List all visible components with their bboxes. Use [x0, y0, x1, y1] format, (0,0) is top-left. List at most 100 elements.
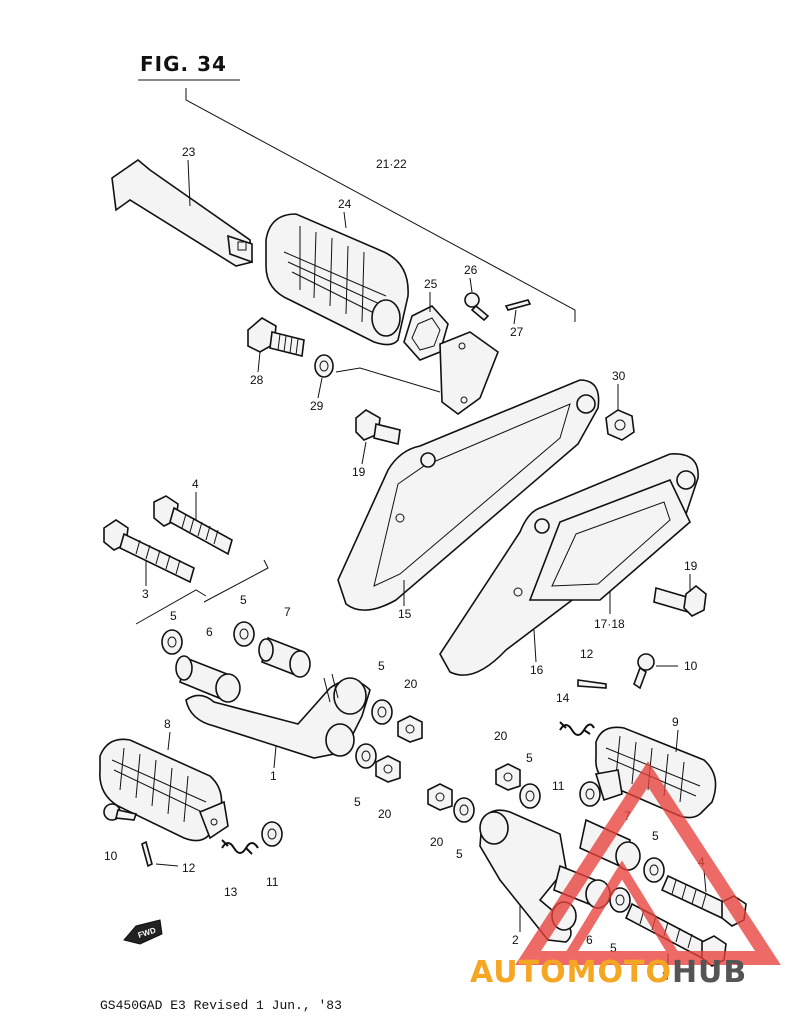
leader-1 [273, 745, 277, 769]
callout-24: 24 [338, 197, 352, 211]
callout-5-f: 5 [456, 847, 463, 861]
part-24-footpeg-rubber [265, 213, 409, 346]
part-26-clevis-pin [464, 292, 490, 322]
callout-12-right: 12 [580, 647, 594, 661]
part-1-footrest-arm [185, 673, 371, 759]
callout-16: 16 [530, 663, 544, 677]
callout-6-right: 6 [586, 933, 593, 947]
leader-28 [257, 351, 261, 373]
part-footpeg-holder [439, 331, 499, 415]
callout-25: 25 [424, 277, 438, 291]
leader-9 [675, 729, 679, 753]
callout-20-b: 20 [378, 807, 392, 821]
leader-8 [167, 731, 171, 751]
part-9-footpeg-right [594, 726, 717, 819]
part-11-washer-right [579, 781, 601, 807]
part-17-18-cover-plate [528, 478, 691, 601]
part-8-footpeg-left [99, 738, 229, 842]
callout-12-left: 12 [182, 861, 196, 875]
watermark-text-automoto: AUTOMOTO [470, 955, 672, 990]
leader-24 [343, 211, 347, 229]
callout-14: 14 [556, 691, 570, 705]
part-20-nut-d [427, 783, 453, 811]
part-5-washer-f [453, 797, 475, 823]
watermark-text-hub: HUB [672, 955, 747, 990]
callout-3-left: 3 [142, 587, 149, 601]
part-4-bolt-left [153, 495, 233, 556]
callout-15: 15 [398, 607, 412, 621]
part-20-nut-a [397, 715, 423, 743]
callout-4-left: 4 [192, 477, 199, 491]
part-15-footrest-bracket [337, 379, 600, 611]
leader-23 [187, 159, 191, 207]
callout-30: 30 [612, 369, 626, 383]
callout-10-left: 10 [104, 849, 118, 863]
footer-revision: Revised 1 Jun., '83 [193, 998, 342, 1013]
callout-23: 23 [182, 145, 196, 159]
part-23-footpeg-shaft [111, 158, 253, 267]
revision-footer: GS450GAD E3 Revised 1 Jun., '83 [100, 998, 342, 1013]
part-6-spacer [175, 655, 241, 703]
callout-17-18: 17·18 [594, 617, 625, 631]
part-27-cotter-pin [504, 299, 532, 311]
callout-6-left: 6 [206, 625, 213, 639]
callout-5-a: 5 [170, 609, 177, 623]
callout-5-e: 5 [526, 751, 533, 765]
part-12-cotter-pin-left [141, 840, 153, 868]
callout-26: 26 [464, 263, 478, 277]
callout-11-right: 11 [552, 779, 565, 793]
leader-27 [513, 309, 517, 325]
callout-20-d: 20 [430, 835, 444, 849]
callout-9: 9 [672, 715, 679, 729]
callout-1: 1 [270, 769, 277, 783]
part-5-washer-a [161, 629, 183, 655]
part-5-washer-e [519, 783, 541, 809]
part-19-bolt-upper [355, 409, 401, 445]
part-20-nut-b [375, 755, 401, 783]
part-19-bolt-lower [653, 584, 707, 617]
callout-10-right: 10 [684, 659, 698, 673]
callout-5-h: 5 [610, 941, 617, 955]
leader-26 [469, 277, 473, 293]
part-5-washer-h [609, 887, 631, 913]
callout-21-22: 21·22 [376, 157, 407, 171]
callout-28: 28 [250, 373, 264, 387]
part-13-spring-left [221, 839, 259, 855]
callout-19-upper: 19 [352, 465, 366, 479]
callout-8: 8 [164, 717, 171, 731]
leader-16 [533, 629, 537, 663]
fwd-arrow-icon: FWD [123, 919, 163, 945]
leader-3 [135, 589, 207, 625]
callout-27: 27 [510, 325, 524, 339]
callout-20-a: 20 [404, 677, 418, 691]
leader-4-right [703, 869, 707, 893]
callout-7-left: 7 [284, 605, 291, 619]
callout-2: 2 [512, 933, 519, 947]
part-5-washer-c [371, 699, 393, 725]
leader-29 [335, 367, 441, 393]
assembly-bracket-line [185, 88, 576, 322]
part-11-washer-left [261, 821, 283, 847]
callout-5-d: 5 [354, 795, 361, 809]
callout-5-c: 5 [378, 659, 385, 673]
part-10-clevis-pin-left [103, 803, 138, 821]
part-14-spring-right [559, 721, 595, 736]
part-5-washer-g [643, 857, 665, 883]
figure-title: FIG. 34 [140, 52, 227, 76]
callout-11-left: 11 [266, 875, 279, 889]
part-12-cotter-pin-right [577, 679, 607, 689]
watermark-logo-mark [515, 761, 781, 965]
callout-19-lower: 19 [684, 559, 698, 573]
part-7-bushing [258, 636, 311, 678]
callout-20-c: 20 [494, 729, 508, 743]
part-30-nut [605, 409, 635, 441]
part-10-clevis-pin-right [633, 653, 655, 690]
footer-model: GS450GAD E3 [100, 998, 186, 1013]
leader-29b [317, 377, 323, 399]
callout-3-right: 3 [662, 969, 669, 983]
part-3-bolt-left [103, 519, 195, 584]
part-29-lock-washer [314, 354, 334, 378]
part-28-bolt [247, 317, 305, 357]
part-5-washer-d [355, 743, 377, 769]
